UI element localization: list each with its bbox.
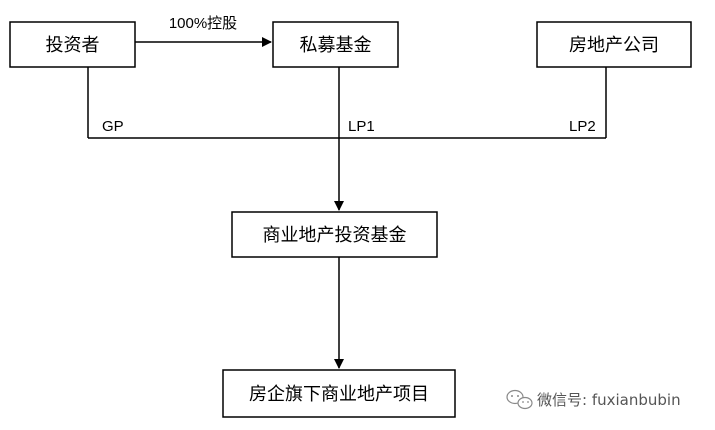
- node-pe-fund-label: 私募基金: [300, 35, 372, 56]
- watermark-text: 微信号: fuxianbubin: [537, 391, 681, 409]
- node-investor: 投资者: [9, 21, 136, 68]
- node-investor-label: 投资者: [46, 35, 100, 56]
- node-developer-label: 房地产公司: [569, 35, 659, 56]
- node-commercial-fund-label: 商业地产投资基金: [263, 225, 407, 246]
- node-project-label: 房企旗下商业地产项目: [249, 384, 429, 405]
- node-project: 房企旗下商业地产项目: [222, 369, 456, 418]
- watermark: 微信号: fuxianbubin: [506, 389, 681, 410]
- edge-label-gp: GP: [102, 118, 124, 135]
- node-commercial-fund: 商业地产投资基金: [231, 211, 438, 258]
- edge-label-holding: 100%控股: [169, 15, 237, 32]
- wechat-icon: [506, 389, 533, 410]
- node-developer: 房地产公司: [536, 21, 692, 68]
- node-pe-fund: 私募基金: [272, 21, 399, 68]
- edge-label-lp1: LP1: [348, 118, 375, 135]
- edge-label-lp2: LP2: [569, 118, 596, 135]
